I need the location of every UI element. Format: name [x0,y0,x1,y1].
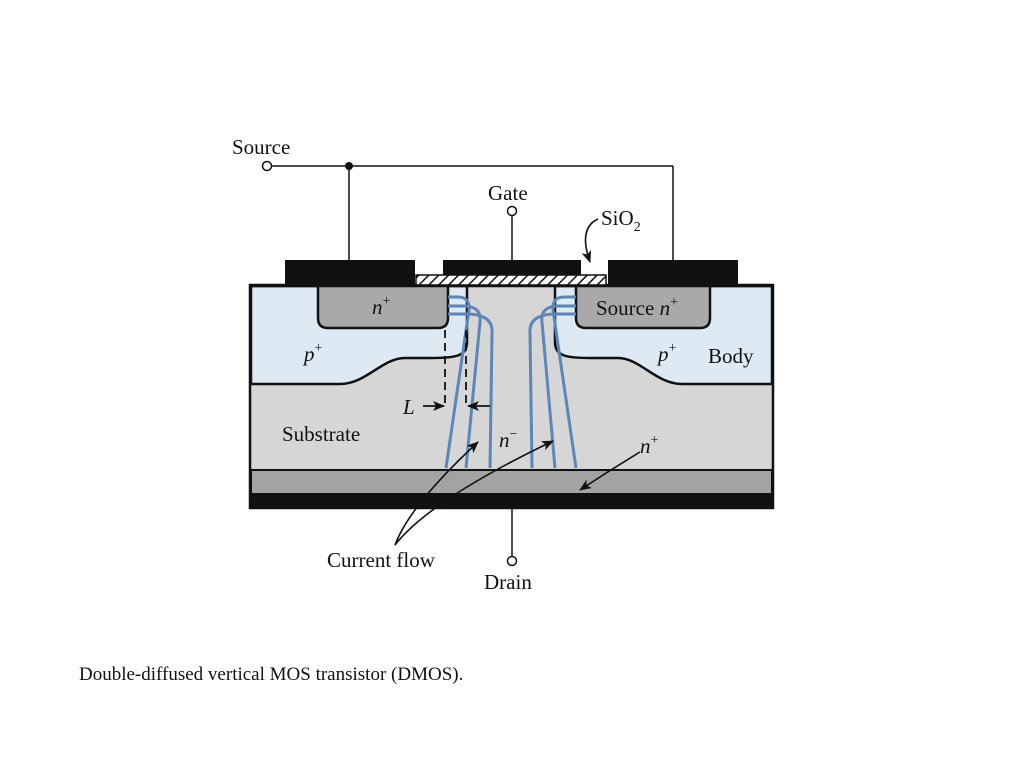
gate-electrode [443,260,581,275]
n-plus-layer-label: n+ [640,433,659,458]
drift-n-minus-label: n− [499,427,518,452]
current-flow-lines [444,295,578,469]
source-terminal-label: Source [232,135,290,159]
channel-length-markers [423,330,490,411]
sio2-label: SiO2 [601,206,641,235]
body-label: Body [708,344,754,368]
current-flow-label: Current flow [327,548,436,572]
source-wiring [272,165,674,260]
right-source-contact [608,260,738,285]
right-p-plus-label: p+ [656,341,677,366]
drain-metal [250,494,773,508]
drain-terminal-icon [506,555,518,567]
right-n-plus-source [574,284,712,330]
left-source-contact [285,260,415,285]
n-plus-layer [250,469,773,495]
left-p-plus-label: p+ [302,341,323,366]
drain-terminal-label: Drain [484,570,532,594]
source-junction-dot [345,162,353,170]
left-n-plus-source [316,284,450,330]
left-n-plus-label: n+ [372,294,391,319]
source-terminal-icon [261,160,273,172]
figure-caption: Double-diffused vertical MOS transistor … [79,664,464,685]
substrate-label: Substrate [282,422,360,446]
pointer-arrows [394,218,641,546]
gate-oxide-sio2 [415,274,607,286]
right-source-n-plus-label: Source n+ [596,295,678,320]
channel-length-label: L [402,395,415,419]
gate-terminal-icon [506,205,518,217]
gate-terminal-label: Gate [488,181,528,205]
